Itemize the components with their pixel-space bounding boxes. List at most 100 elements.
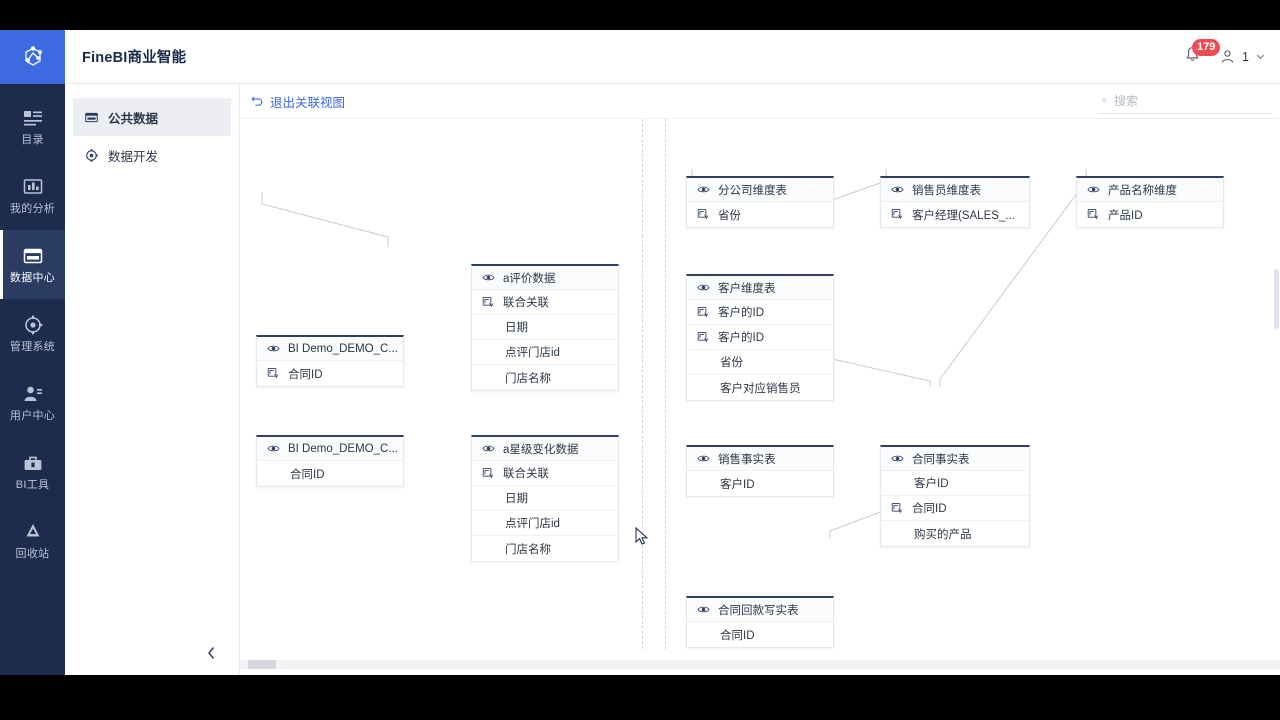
rail-item-3[interactable]: 数据中心 bbox=[0, 230, 65, 299]
table-node-field[interactable]: 联合关联 bbox=[472, 461, 618, 486]
table-node-header[interactable]: 合同事实表 bbox=[881, 447, 1029, 471]
table-node-field[interactable]: 省份 bbox=[687, 202, 833, 227]
table-node-header[interactable]: BI Demo_DEMO_C... bbox=[257, 437, 403, 461]
relation-key-icon bbox=[697, 331, 709, 342]
collapse-panel-button[interactable] bbox=[202, 644, 220, 662]
search-input[interactable] bbox=[1114, 93, 1269, 108]
rail-item-1[interactable]: 目录 bbox=[0, 92, 65, 161]
table-node-field-label: 客户ID bbox=[720, 478, 755, 491]
table-node-field[interactable]: 客户经理(SALES_... bbox=[881, 202, 1029, 227]
vertical-scrollbar-thumb[interactable] bbox=[1274, 269, 1279, 329]
table-node-title: a星级变化数据 bbox=[503, 443, 579, 456]
relation-key-icon bbox=[1087, 209, 1099, 220]
table-node[interactable]: 分公司维度表省份 bbox=[686, 176, 834, 228]
rail-item-label: 目录 bbox=[21, 134, 44, 146]
table-node-field[interactable]: 购买的产品 bbox=[881, 521, 1029, 546]
table-node-field[interactable]: 客户对应销售员 bbox=[687, 375, 833, 400]
table-node[interactable]: BI Demo_DEMO_C... 合同ID bbox=[256, 435, 404, 487]
table-node-header[interactable]: BI Demo_DEMO_C... bbox=[257, 337, 403, 361]
table-node-field-label: 门店名称 bbox=[505, 372, 551, 385]
rail-item-5[interactable]: 用户中心 bbox=[0, 368, 65, 437]
table-node-field[interactable]: 门店名称 bbox=[472, 536, 618, 561]
table-node[interactable]: 销售员维度表客户经理(SALES_... bbox=[880, 176, 1030, 228]
nav-item-1[interactable]: 公共数据 bbox=[73, 98, 231, 136]
table-node[interactable]: 产品名称维度产品ID bbox=[1076, 176, 1224, 228]
table-node-field[interactable]: 客户的ID bbox=[687, 300, 833, 325]
table-node-field[interactable]: 日期 bbox=[472, 486, 618, 511]
nav-item-2[interactable]: 数据开发 bbox=[73, 136, 231, 174]
rail-item-6[interactable]: BI工具 bbox=[0, 437, 65, 506]
table-node-header[interactable]: a星级变化数据 bbox=[472, 437, 618, 461]
table-node-field[interactable]: 点评门店id bbox=[472, 511, 618, 536]
horizontal-scrollbar-thumb[interactable] bbox=[248, 660, 276, 669]
table-node-header[interactable]: 销售事实表 bbox=[687, 447, 833, 471]
table-node-header[interactable]: 分公司维度表 bbox=[687, 178, 833, 202]
table-node-field[interactable]: 门店名称 bbox=[472, 365, 618, 390]
table-node-field[interactable]: 合同ID bbox=[881, 496, 1029, 521]
eye-icon bbox=[267, 445, 280, 452]
table-node-field[interactable]: 点评门店id bbox=[472, 340, 618, 365]
eye-icon bbox=[482, 274, 495, 281]
users-icon bbox=[24, 386, 42, 401]
table-node-field-label: 客户的ID bbox=[718, 307, 764, 319]
rail-item-label: 管理系统 bbox=[9, 341, 56, 353]
table-node-title: BI Demo_DEMO_C... bbox=[288, 342, 398, 355]
rail-item-4[interactable]: 管理系统 bbox=[0, 299, 65, 368]
undo-arrow-icon bbox=[251, 96, 263, 106]
table-node[interactable]: 合同回款写实表合同ID bbox=[686, 596, 834, 648]
table-node[interactable]: a评价数据联合关联日期点评门店id 门店名称 bbox=[471, 264, 619, 391]
eye-icon bbox=[697, 186, 710, 193]
table-node-field[interactable]: 合同ID bbox=[687, 622, 833, 647]
table-node-title: BI Demo_DEMO_C... bbox=[288, 442, 398, 455]
eye-icon bbox=[697, 284, 710, 291]
nav-item-label: 数据开发 bbox=[108, 149, 159, 164]
rail-item-2[interactable]: 我的分析 bbox=[0, 161, 65, 230]
table-node-field[interactable]: 产品ID bbox=[1077, 202, 1223, 227]
table-node-field[interactable]: 合同ID bbox=[257, 361, 403, 386]
table-node-header[interactable]: a评价数据 bbox=[472, 266, 618, 290]
table-node-field-label: 购买的产品 bbox=[914, 528, 972, 541]
table-node-field-label: 联合关联 bbox=[503, 468, 549, 480]
table-node-header[interactable]: 合同回款写实表 bbox=[687, 598, 833, 622]
table-node-field[interactable]: 联合关联 bbox=[472, 290, 618, 315]
exit-relation-view-button[interactable]: 退出关联视图 bbox=[251, 92, 345, 111]
table-node-field-label: 客户经理(SALES_... bbox=[912, 209, 1015, 222]
notifications-button[interactable]: 179 bbox=[1183, 38, 1221, 69]
table-node-field[interactable]: 客户ID bbox=[881, 471, 1029, 496]
table-node-field-label: 省份 bbox=[718, 209, 741, 222]
table-node[interactable]: 销售事实表客户ID bbox=[686, 445, 834, 497]
table-node-field-label: 合同ID bbox=[288, 368, 323, 381]
user-menu[interactable]: 1 bbox=[1219, 48, 1266, 65]
table-node-title: a评价数据 bbox=[503, 272, 556, 285]
table-node-header[interactable]: 产品名称维度 bbox=[1077, 178, 1223, 202]
chevron-left-icon bbox=[207, 647, 214, 659]
notification-badge: 179 bbox=[1192, 38, 1221, 56]
eye-icon bbox=[697, 606, 710, 613]
table-node-field[interactable]: 合同ID bbox=[257, 461, 403, 486]
search-box[interactable] bbox=[1098, 88, 1273, 114]
eye-icon bbox=[697, 455, 710, 462]
relation-view-toolbar: 退出关联视图 bbox=[240, 84, 1280, 119]
table-node-field-label: 合同ID bbox=[290, 468, 325, 481]
table-node-header[interactable]: 客户维度表 bbox=[687, 276, 833, 300]
eye-icon bbox=[1087, 186, 1100, 193]
rail-item-label: 用户中心 bbox=[9, 410, 56, 422]
rail-item-7[interactable]: 回收站 bbox=[0, 506, 65, 575]
table-node-field[interactable]: 客户的ID bbox=[687, 325, 833, 350]
table-node-field[interactable]: 客户ID bbox=[687, 471, 833, 496]
horizontal-scrollbar[interactable] bbox=[240, 660, 1280, 669]
rail-item-label: 我的分析 bbox=[9, 203, 56, 215]
table-node[interactable]: BI Demo_DEMO_C... 合同ID bbox=[256, 335, 404, 387]
table-node-header[interactable]: 销售员维度表 bbox=[881, 178, 1029, 202]
app-logo[interactable] bbox=[0, 30, 65, 84]
table-node-field[interactable]: 省份 bbox=[687, 350, 833, 375]
vertical-scrollbar[interactable] bbox=[1271, 119, 1279, 675]
relation-key-icon bbox=[267, 368, 279, 379]
table-node-title: 合同回款写实表 bbox=[718, 604, 799, 617]
table-node-field[interactable]: 日期 bbox=[472, 315, 618, 340]
